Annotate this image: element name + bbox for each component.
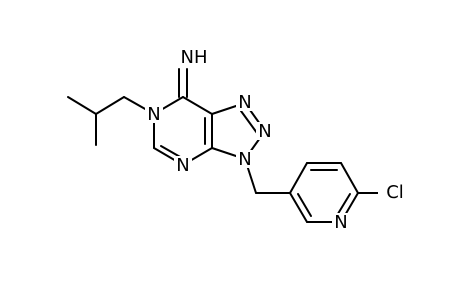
bond-c7-c8 [182,96,213,115]
n6-label: N [147,104,160,125]
n4-label: N [176,155,189,176]
bond-layer [67,68,382,223]
pyridine-n-label: N [334,212,347,233]
mask-n6 [145,105,163,123]
bond-py-c3-c4 [340,162,359,194]
bond-py-c6-c1 [289,192,308,223]
chlorine-label: Cl [386,182,404,203]
mask-n3 [236,150,254,168]
mask-n4 [174,156,192,174]
atom-labels: NH N N N N N N Cl [147,47,404,233]
mask-pyridine-n [332,213,350,231]
n3-label: N [238,149,251,170]
n2-label: N [258,121,271,142]
bond-isobutyl-1 [67,96,97,115]
mask-imine [179,47,209,67]
bond-py-inner-3 [297,193,312,217]
imine-label: NH [181,47,208,68]
atom-label-masks [145,47,412,231]
bond-isobutyl-3 [95,96,125,115]
mask-n2 [256,122,274,140]
bond-n1-n2-inner [240,110,258,134]
bond-py-c1-c2 [289,162,308,194]
mask-cl [378,183,412,203]
mask-n1 [236,93,254,111]
n1-label: N [238,92,251,113]
